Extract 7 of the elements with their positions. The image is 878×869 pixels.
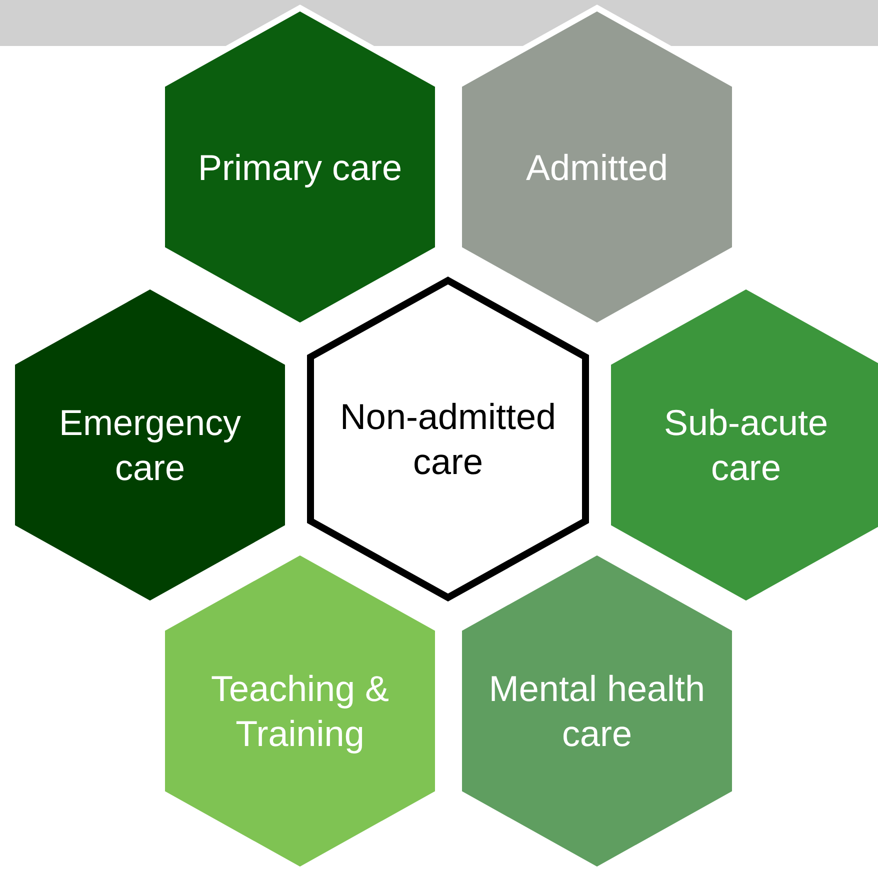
hexagon-label: Sub-acute care (662, 401, 830, 490)
hexagon-label: Primary care (198, 146, 402, 190)
hexagon-label: Teaching & Training (210, 667, 390, 756)
hexagon-label: Admitted (526, 146, 668, 190)
hexagon-label: Emergency care (58, 401, 242, 490)
hexagon-label: Mental health care (488, 667, 706, 756)
hexagon-label: Non-admitted care (338, 395, 558, 484)
